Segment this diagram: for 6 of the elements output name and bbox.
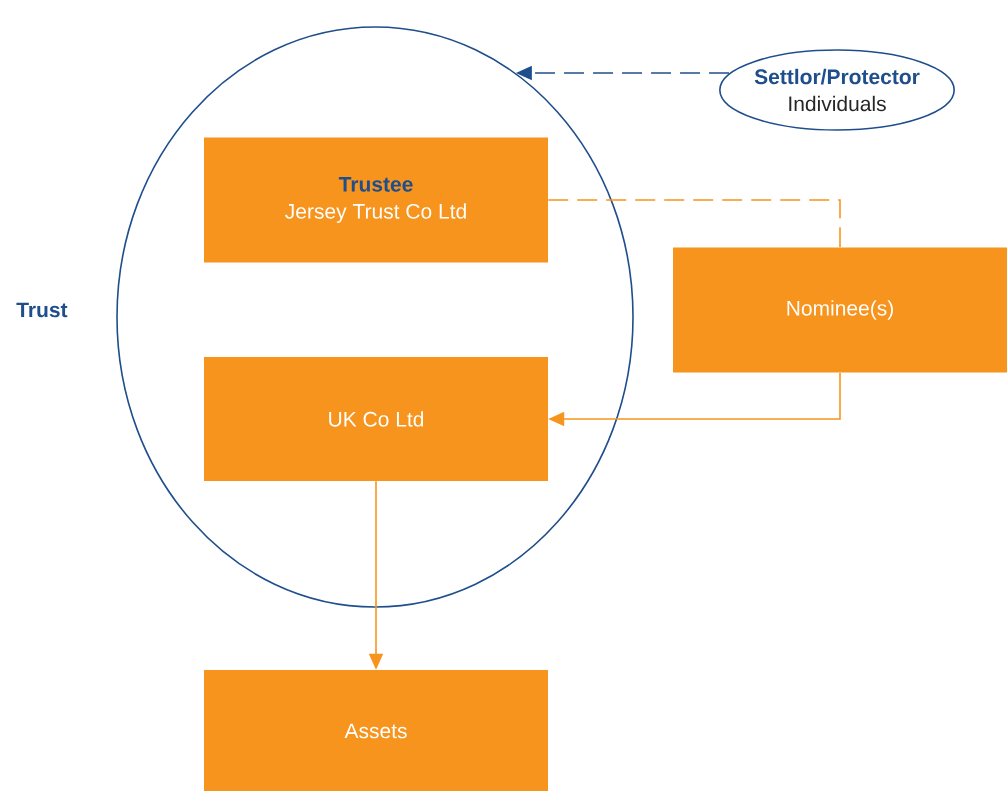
entity-box: Nominee(s) bbox=[673, 247, 1007, 373]
entity-box: UK Co Ltd bbox=[204, 357, 548, 481]
entity-box: Trustee Jersey Trust Co Ltd bbox=[204, 137, 548, 263]
node-label: Trust bbox=[16, 302, 68, 318]
entity-box: Assets bbox=[204, 670, 548, 791]
dashed-connector bbox=[547, 199, 841, 249]
